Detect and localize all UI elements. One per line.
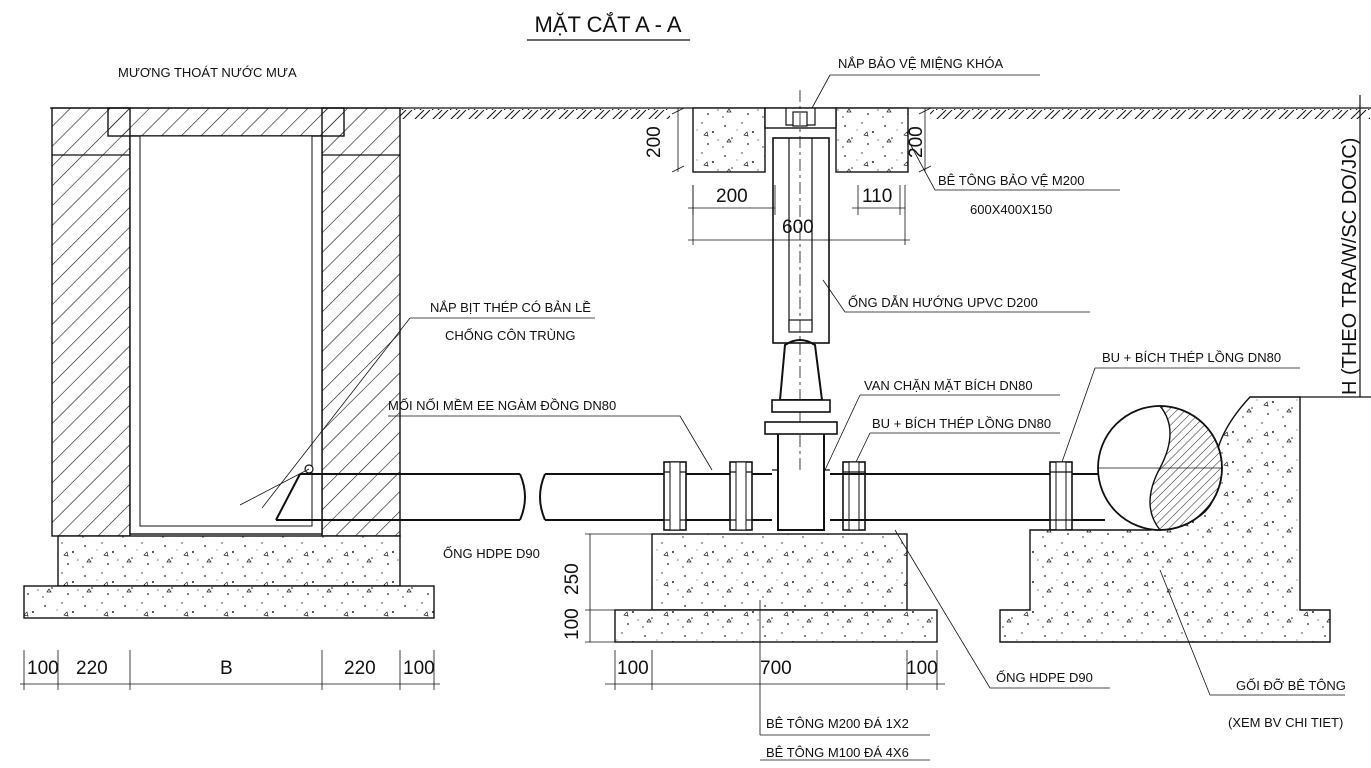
flange-mid-label: BU + BÍCH THÉP LỒNG DN80 — [872, 416, 1051, 431]
flange-mid — [842, 461, 866, 531]
drain-channel — [23, 107, 435, 619]
hdpe-left-label: ỐNG HDPE D90 — [443, 546, 540, 561]
dim-cover-right-w: 110 — [862, 186, 892, 207]
protect-concrete-label: BÊ TÔNG BẢO VỆ M200 — [938, 173, 1084, 188]
section-title: MẶT CẮT A - A — [534, 12, 681, 37]
ground-hatch-right — [930, 109, 1370, 119]
protect-size-label: 600X400X150 — [970, 202, 1052, 217]
support-label-1: GỐI ĐỠ BÊ TÔNG — [1236, 678, 1346, 693]
drain-label: MƯƠNG THOÁT NƯỚC MƯA — [118, 65, 297, 80]
dim-cover-left-h: 200 — [644, 126, 665, 158]
leader-lines — [261, 74, 1345, 761]
guide-pipe-label: ỐNG DẪN HƯỚNG UPVC D200 — [848, 295, 1038, 310]
dim-bottom-mid-1: 700 — [760, 658, 792, 679]
ground-hatch-left — [400, 109, 670, 119]
dim-bottom-left-0: 100 — [27, 658, 59, 679]
dim-bottom-left-3: 220 — [344, 658, 376, 679]
height-note: H (THEO TRA/W/SC DO/JC) — [1339, 138, 1361, 395]
concrete-m200-label: BÊ TÔNG M200 ĐÁ 1X2 — [766, 716, 909, 731]
flex-joint-label: MỐI NỐI MỀM EE NGÀM ĐỒNG DN80 — [388, 398, 616, 413]
dim-bottom-left-2: B — [220, 658, 233, 679]
dim-lines — [20, 107, 945, 690]
steel-cap-label-2: CHỐNG CÔN TRÙNG — [445, 328, 575, 343]
dim-lean-h: 100 — [562, 608, 583, 640]
guide-pipe — [772, 90, 830, 470]
dim-bottom-left-4: 100 — [403, 658, 435, 679]
dim-cover-total: 600 — [782, 217, 814, 238]
support-label-2: (XEM BV CHI TIET) — [1228, 715, 1343, 730]
dim-cover-left-w: 200 — [716, 186, 748, 207]
dim-base-h: 250 — [562, 563, 583, 595]
dim-bottom-mid-2: 100 — [906, 658, 938, 679]
key-cover-label: NẮP BẢO VỆ MIỆNG KHÓA — [838, 56, 1004, 71]
flange-left-1 — [663, 461, 687, 531]
gate-valve — [764, 339, 838, 531]
cover-block — [692, 107, 909, 173]
steel-cap-label-1: NẮP BỊT THÉP CÓ BẢN LỀ — [430, 300, 591, 315]
flange-left-2 — [729, 461, 753, 531]
concrete-m100-label: BÊ TÔNG M100 ĐÁ 4X6 — [766, 745, 909, 760]
hdpe-right-label: ỐNG HDPE D90 — [996, 670, 1093, 685]
hdpe-pipe-left — [239, 464, 772, 521]
dim-bottom-mid-0: 100 — [617, 658, 649, 679]
valve-foundation — [614, 533, 938, 643]
flange-right-label: BU + BÍCH THÉP LỒNG DN80 — [1102, 350, 1281, 365]
valve-label: VAN CHẶN MẶT BÍCH DN80 — [864, 378, 1033, 393]
dim-bottom-left-1: 220 — [76, 658, 108, 679]
dim-cover-right-h: 200 — [906, 126, 927, 158]
concrete-support — [999, 396, 1331, 643]
flange-right — [1049, 461, 1073, 531]
